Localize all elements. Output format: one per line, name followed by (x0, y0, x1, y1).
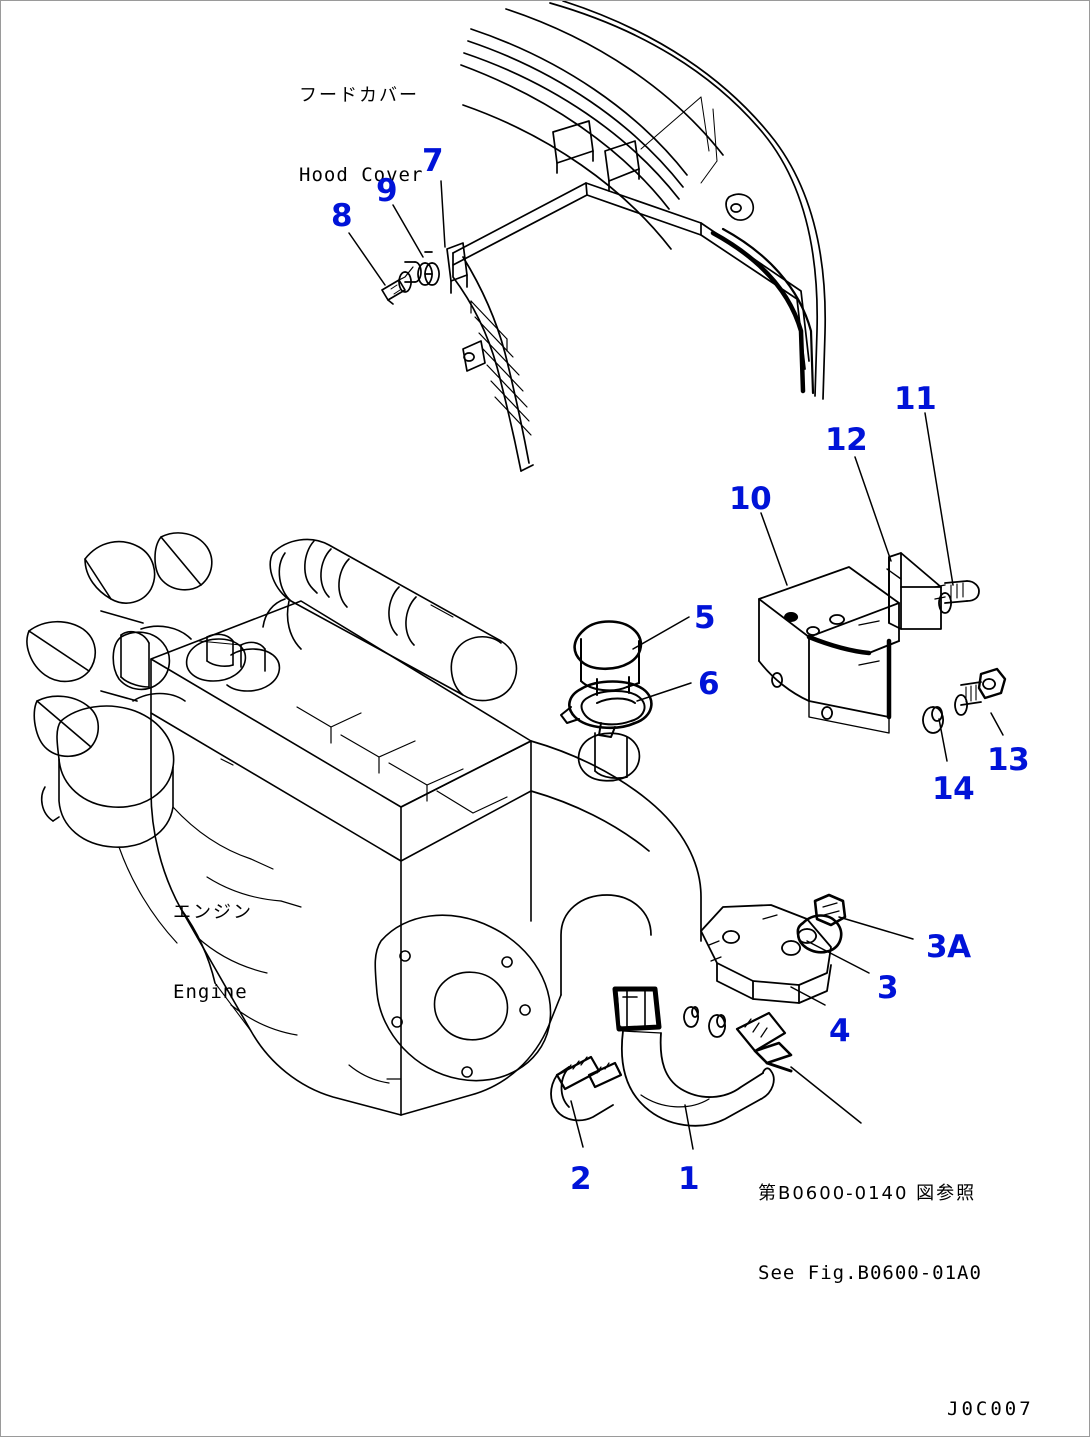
callout-number-13[interactable]: 13 (987, 742, 1030, 778)
hood-cover-label-en: Hood Cover (299, 164, 424, 187)
callout-number-7[interactable]: 7 (422, 143, 444, 179)
callout-number-14[interactable]: 14 (932, 771, 975, 807)
callout-number-3[interactable]: 3 (877, 970, 899, 1006)
engine-label-jp: エンジン (173, 901, 253, 923)
callout-number-9[interactable]: 9 (376, 173, 398, 209)
callout-number-8[interactable]: 8 (331, 198, 353, 234)
bracket-fastener-group (922, 580, 1007, 734)
see-fig-note-en: See Fig.B0600-01A0 (758, 1262, 982, 1285)
callout-number-6[interactable]: 6 (698, 666, 720, 702)
mounting-bracket-group (758, 552, 942, 734)
engine-label-en: Engine (173, 981, 248, 1004)
hinge-hardware-group (381, 242, 468, 305)
hood-cover-label-jp: フードカバー (299, 84, 419, 106)
callout-number-10[interactable]: 10 (729, 481, 772, 517)
filler-cap-parts (560, 620, 653, 738)
callout-number-12[interactable]: 12 (825, 422, 868, 458)
callout-number-4[interactable]: 4 (829, 1013, 851, 1049)
engine-label: エンジン Engine (173, 846, 253, 1060)
leader-lines (348, 180, 1004, 1150)
water-hose-group (550, 986, 793, 1127)
callout-number-1[interactable]: 1 (678, 1161, 700, 1197)
see-fig-note: 第B0600-0140 図参照 See Fig.B0600-01A0 (758, 1127, 982, 1341)
drawing-code: J0C007 (947, 1398, 1034, 1420)
callout-number-2[interactable]: 2 (570, 1161, 592, 1197)
see-fig-note-jp: 第B0600-0140 図参照 (758, 1182, 977, 1204)
callout-number-3A[interactable]: 3A (926, 929, 971, 965)
hose-clamp-group (700, 893, 847, 1004)
water-manifold (530, 732, 702, 996)
callout-number-11[interactable]: 11 (894, 381, 937, 417)
hood-cover-label: フードカバー Hood Cover (299, 29, 423, 243)
callout-number-5[interactable]: 5 (694, 600, 716, 636)
hood-cover-assembly (452, 1, 827, 472)
engine-assembly (26, 532, 562, 1116)
